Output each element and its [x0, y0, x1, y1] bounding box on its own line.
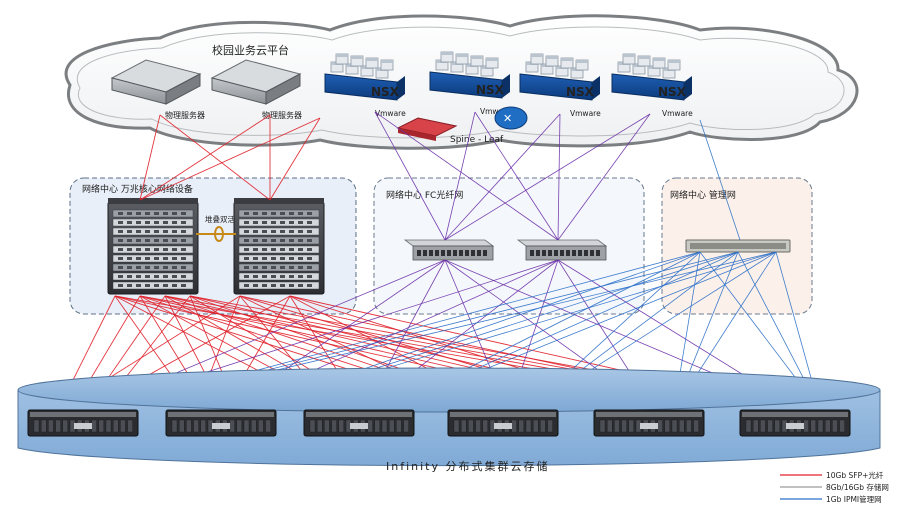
fiber-link	[139, 114, 161, 201]
fc-switch-2	[516, 239, 608, 261]
nsx-cluster-1: NSX Vmware	[324, 53, 406, 118]
nsx-label: NSX	[566, 85, 595, 99]
mgmt-switch	[685, 239, 791, 253]
fiber-link	[269, 117, 321, 201]
zone-core-title: 网络中心 万兆核心网络设备	[82, 183, 193, 195]
spine-leaf: ✕ Spine - Leaf	[396, 106, 528, 145]
physical-server-2: 物理服务器	[210, 59, 302, 120]
fc-link	[557, 113, 561, 241]
nsx-cluster-2: NSX Vmware	[429, 51, 511, 116]
storage-server-1	[27, 409, 139, 437]
fc-link	[474, 111, 559, 241]
fiber-link	[159, 114, 271, 201]
fc-link	[444, 113, 561, 241]
legend: 10Gb SFP+光纤 8Gb/16Gb 存储网 1Gb IPMI管理网	[780, 470, 889, 504]
nsx-label: NSX	[658, 85, 687, 99]
fc-link	[444, 113, 651, 241]
storage-title: Infinity 分布式集群云存储	[386, 459, 550, 473]
vmware-label: Vmware	[662, 109, 693, 118]
legend-label: 10Gb SFP+光纤	[826, 470, 884, 480]
fc-link	[374, 111, 559, 241]
core-switch-chassis	[107, 198, 325, 295]
vmware-label: Vmware	[480, 107, 511, 116]
nsx-cluster-4: NSX Vmware	[611, 53, 693, 118]
fc-link	[557, 113, 651, 241]
legend-item-1: 10Gb SFP+光纤	[780, 470, 884, 480]
physical-server-1-label: 物理服务器	[165, 110, 205, 120]
spine-switch	[396, 117, 458, 137]
physical-server-1: 物理服务器	[110, 59, 205, 120]
core-chassis-2	[233, 198, 325, 295]
fc-switch-1	[403, 239, 495, 261]
nsx-label: NSX	[476, 83, 505, 97]
fc-link	[444, 111, 476, 241]
nsx-clusters: NSX Vmware NSX Vmware NSX Vmware NSX Vmware	[324, 51, 693, 118]
storage-server-2	[165, 409, 277, 437]
router-icon	[494, 106, 528, 130]
core-chassis-1	[107, 198, 199, 295]
fiber-link	[139, 117, 321, 201]
legend-label: 8Gb/16Gb 存储网	[826, 482, 889, 492]
nsx-label: NSX	[371, 85, 400, 99]
stack-label: 堆叠双活	[205, 214, 235, 224]
vmware-label: Vmware	[375, 109, 406, 118]
storage-server-3	[303, 409, 415, 437]
storage-servers	[27, 409, 851, 437]
storage-server-5	[593, 409, 705, 437]
legend-item-3: 1Gb IPMI管理网	[780, 494, 882, 504]
physical-server-2-label: 物理服务器	[262, 110, 302, 120]
zone-fc	[373, 177, 645, 315]
storage-server-6	[739, 409, 851, 437]
legend-label: 1Gb IPMI管理网	[826, 494, 882, 504]
router-arrows-icon: ✕	[503, 113, 512, 125]
fc-switches	[403, 239, 608, 261]
nsx-cluster-3: NSX Vmware	[519, 53, 601, 118]
fiber-link	[139, 114, 271, 201]
zone-mgmt-title: 网络中心 管理网	[670, 189, 736, 201]
legend-item-2: 8Gb/16Gb 存储网	[780, 482, 889, 492]
ipmi-link	[699, 119, 741, 241]
vmware-label: Vmware	[570, 109, 601, 118]
cloud-title: 校园业务云平台	[212, 43, 289, 57]
storage-server-4	[447, 409, 559, 437]
zone-fc-title: 网络中心 FC光纤网	[386, 189, 463, 201]
fc-link	[374, 111, 446, 241]
spine-leaf-label: Spine - Leaf	[450, 135, 504, 145]
